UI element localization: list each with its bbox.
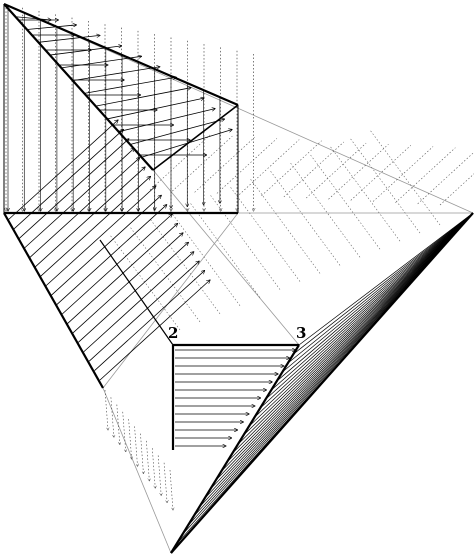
dotted-diagonal [149,218,221,315]
hatch-arrow [34,167,145,268]
hatch-arrow [7,120,118,221]
bold-top-edge [3,2,239,107]
dotted-diagonal [149,134,211,191]
hatch-arrow [67,224,178,324]
bold-right-edge [170,212,474,554]
dotted-diagonal [328,144,389,200]
wedge-hatch-line [248,212,474,427]
diagonal-arrow [72,67,160,82]
dotted-diagonal [439,173,474,206]
dotted-lower-arrow [151,448,155,488]
bold-diagonal-3 [170,344,300,554]
hatch-arrow [83,252,194,353]
dotted-diagonal [172,135,233,192]
dotted-diagonal [129,226,201,323]
bold-edges-layer [3,2,474,554]
dotted-diagonal [216,138,278,194]
dotted-diagonal [194,137,255,193]
point-3-label: 3 [296,324,306,342]
hatch-arrow [94,271,205,371]
dotted-diagonal [417,151,474,205]
wedge-hatch-line [226,212,474,463]
dotted-diagonal [169,210,241,306]
dotted-diagonal [350,145,411,201]
dotted-diagonal [261,140,322,196]
diagonal-arrow [129,119,224,145]
edge-to-point-2 [99,239,174,346]
dotted-diagonal [249,178,321,274]
wedge-hatch-line [243,212,474,436]
outline-diagonal [152,169,300,346]
dotted-diagonal [395,147,456,203]
hatch-arrow [78,242,188,343]
dotted-diagonal [372,146,434,202]
wedge-hatch-line [282,212,474,373]
wedge-hatch-line [270,212,474,391]
dotted-diagonal [229,186,301,282]
diagonal-arrow [26,25,76,30]
wedge-hatch-line [276,212,474,382]
hatch-arrow [51,195,161,296]
point-2-label: 2 [168,324,178,342]
hatch-arrow [72,233,183,334]
hatch-arrow [18,139,129,240]
wedge-hatch-line [293,212,474,355]
hatch-arrow [40,176,150,277]
diagonal-arrow [95,88,191,107]
dotted-diagonal [289,162,361,258]
dotted-lower-arrow [163,462,167,503]
dotted-lower-arrow [110,397,114,437]
hatch-arrow [23,148,134,249]
wedge-hatch-line [254,212,474,418]
dotted-diagonal [269,170,341,266]
dotted-diagonal [109,234,181,331]
upper-bottom-edge [152,104,239,171]
arrow-hatching-layer [7,5,295,446]
wedge-hatch-line [265,212,474,400]
dotted-diagonal [189,202,261,298]
dotted-diagonal [329,145,401,242]
hatch-arrow [29,158,140,258]
dotted-diagonal [305,142,367,199]
wedge-hatch-line [231,212,474,454]
dotted-lower-arrow [169,469,173,510]
wedge-hatch-line [220,212,474,472]
diagonal-arrow [84,77,176,94]
dotted-diagonal [283,141,345,198]
dotted-diagonal [209,194,281,290]
hatch-arrow [45,186,156,287]
hatch-arrow [56,205,167,306]
dotted-lower-arrow [134,426,138,466]
wedge-hatch-line [237,212,474,445]
hatch-arrow [13,129,123,230]
dotted-diagonal [369,129,441,226]
hatch-arrow [99,280,210,381]
outline-cross-diagonal [102,212,239,389]
hatch-arrow [88,261,199,362]
diagonal-arrow [15,16,51,20]
dotted-diagonal [309,154,381,250]
bold-left-diagonal [3,3,154,171]
dotted-lower-arrow [122,411,126,452]
bold-left-edge [3,212,104,389]
wedge-hatch-line [209,212,474,490]
diagonal-arrow [38,35,99,43]
dotted-diagonal [239,139,300,195]
diagonal-arrow [49,46,122,56]
dotted-lower-arrow [146,440,149,481]
dotted-lower-arrow [157,455,161,495]
diagonal-arrow [118,109,215,133]
wedge-hatch-line [215,212,474,481]
wedge-hatch-line [287,212,474,364]
wedge-hatch-line [298,212,474,346]
dotted-diagonal [349,137,421,234]
dotted-lower-arrow [140,433,143,474]
outline-lower-left-edge [102,387,172,554]
wedge-hatch-line [259,212,474,409]
